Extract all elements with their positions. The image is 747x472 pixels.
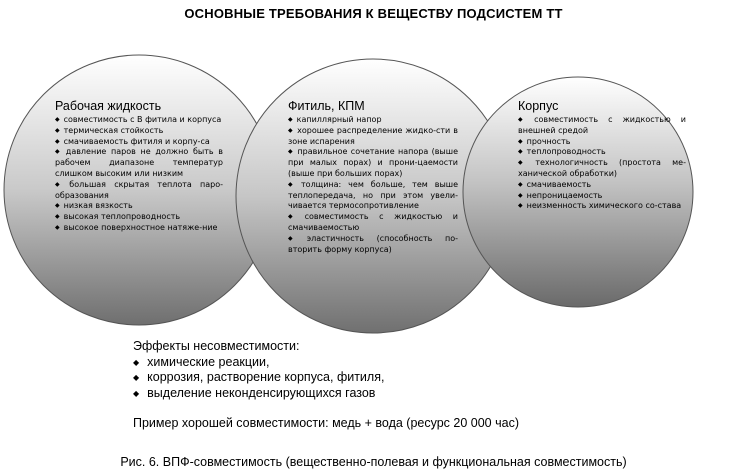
list-item: совместимость с жидкостью и смачиваемост… <box>288 212 458 234</box>
panel-working-fluid: Рабочая жидкость совместимость с В фитил… <box>55 99 223 234</box>
panel-heading: Рабочая жидкость <box>55 99 162 113</box>
list-item: низкая вязкость <box>55 201 223 212</box>
effects-heading: Эффекты несовместимости: <box>133 339 300 353</box>
incompatibility-effects: Эффекты несовместимости: химические реак… <box>133 339 384 401</box>
list-item: правильное сочетание напора (выше при ма… <box>288 147 458 179</box>
list-item: смачиваемость <box>518 180 686 191</box>
list-item: коррозия, растворение корпуса, фитиля, <box>133 370 384 386</box>
list-item: непроницаемость <box>518 191 686 202</box>
list-item: высокая теплопроводность <box>55 212 223 223</box>
list-item: совместимость с жидкостью и внешней сред… <box>518 115 686 137</box>
list-item: хорошее распределение жидко-сти в зоне и… <box>288 126 458 148</box>
compatibility-example: Пример хорошей совместимости: медь + вод… <box>133 416 519 430</box>
list-item: капиллярный напор <box>288 115 458 126</box>
panel-wick: Фитиль, КПМ капиллярный напор хорошее ра… <box>288 99 458 255</box>
list-item: химические реакции, <box>133 355 384 371</box>
list-item: большая скрытая теплота паро-образования <box>55 180 223 202</box>
list-item: толщина: чем больше, тем выше теплоперед… <box>288 180 458 212</box>
panel-heading: Корпус <box>518 99 559 113</box>
list-item: смачиваемость фитиля и корпу-са <box>55 137 223 148</box>
list-item: давление паров не должно быть в рабочем … <box>55 147 223 179</box>
list-item: технологичность (простота ме-ханической … <box>518 158 686 180</box>
list-item: совместимость с В фитила и корпуса <box>55 115 223 126</box>
diagram-title: ОСНОВНЫЕ ТРЕБОВАНИЯ К ВЕЩЕСТВУ ПОДСИСТЕМ… <box>184 6 563 21</box>
list-item: высокое поверхностное натяже-ние <box>55 223 223 234</box>
list-item: термическая стойкость <box>55 126 223 137</box>
panel-heading: Фитиль, КПМ <box>288 99 365 113</box>
list-item: прочность <box>518 137 686 148</box>
list-item: выделение неконденсирующихся газов <box>133 386 384 402</box>
figure-caption: Рис. 6. ВПФ-совместимость (вещественно-п… <box>120 455 627 469</box>
list-item: эластичность (способность по-вторить фор… <box>288 234 458 256</box>
panel-body: Корпус совместимость с жидкостью и внешн… <box>518 99 686 212</box>
list-item: неизменность химического со-става <box>518 201 686 212</box>
list-item: теплопроводность <box>518 147 686 158</box>
